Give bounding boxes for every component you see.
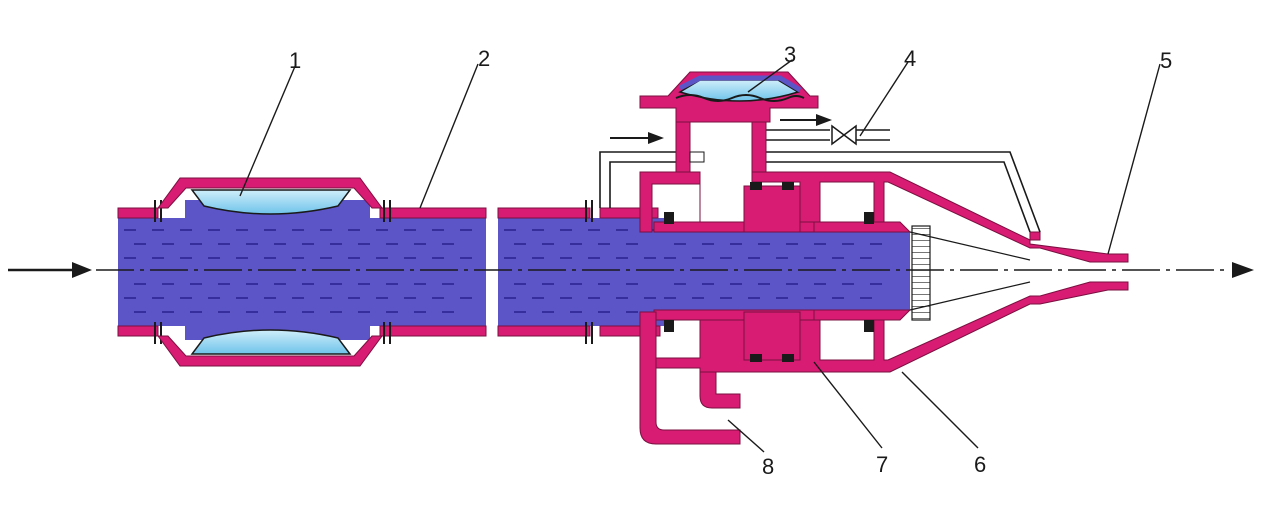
callout-leaders bbox=[239, 59, 1161, 453]
throttle-valve bbox=[831, 124, 857, 146]
centerline bbox=[96, 262, 1254, 278]
strainer-grid bbox=[911, 225, 931, 321]
callout-5: 5 bbox=[1160, 48, 1172, 73]
piston bbox=[664, 182, 874, 362]
diaphragm-capsule bbox=[639, 71, 819, 123]
outlet-flow-arrow bbox=[1232, 262, 1254, 278]
damper-chamber bbox=[157, 177, 383, 367]
pilot-line bbox=[599, 129, 1041, 233]
callout-8: 8 bbox=[762, 454, 774, 479]
control-ports bbox=[675, 119, 767, 173]
callout-7: 7 bbox=[876, 452, 888, 477]
callout-6: 6 bbox=[974, 452, 986, 477]
pilot-flow-arrows bbox=[610, 114, 832, 144]
callout-2: 2 bbox=[478, 46, 490, 71]
callout-3: 3 bbox=[784, 42, 796, 67]
drain-branch bbox=[639, 311, 741, 445]
callout-4: 4 bbox=[904, 46, 916, 71]
pipe-walls bbox=[117, 207, 661, 337]
callout-1: 1 bbox=[289, 48, 301, 73]
inlet-flow-arrow bbox=[8, 262, 92, 278]
